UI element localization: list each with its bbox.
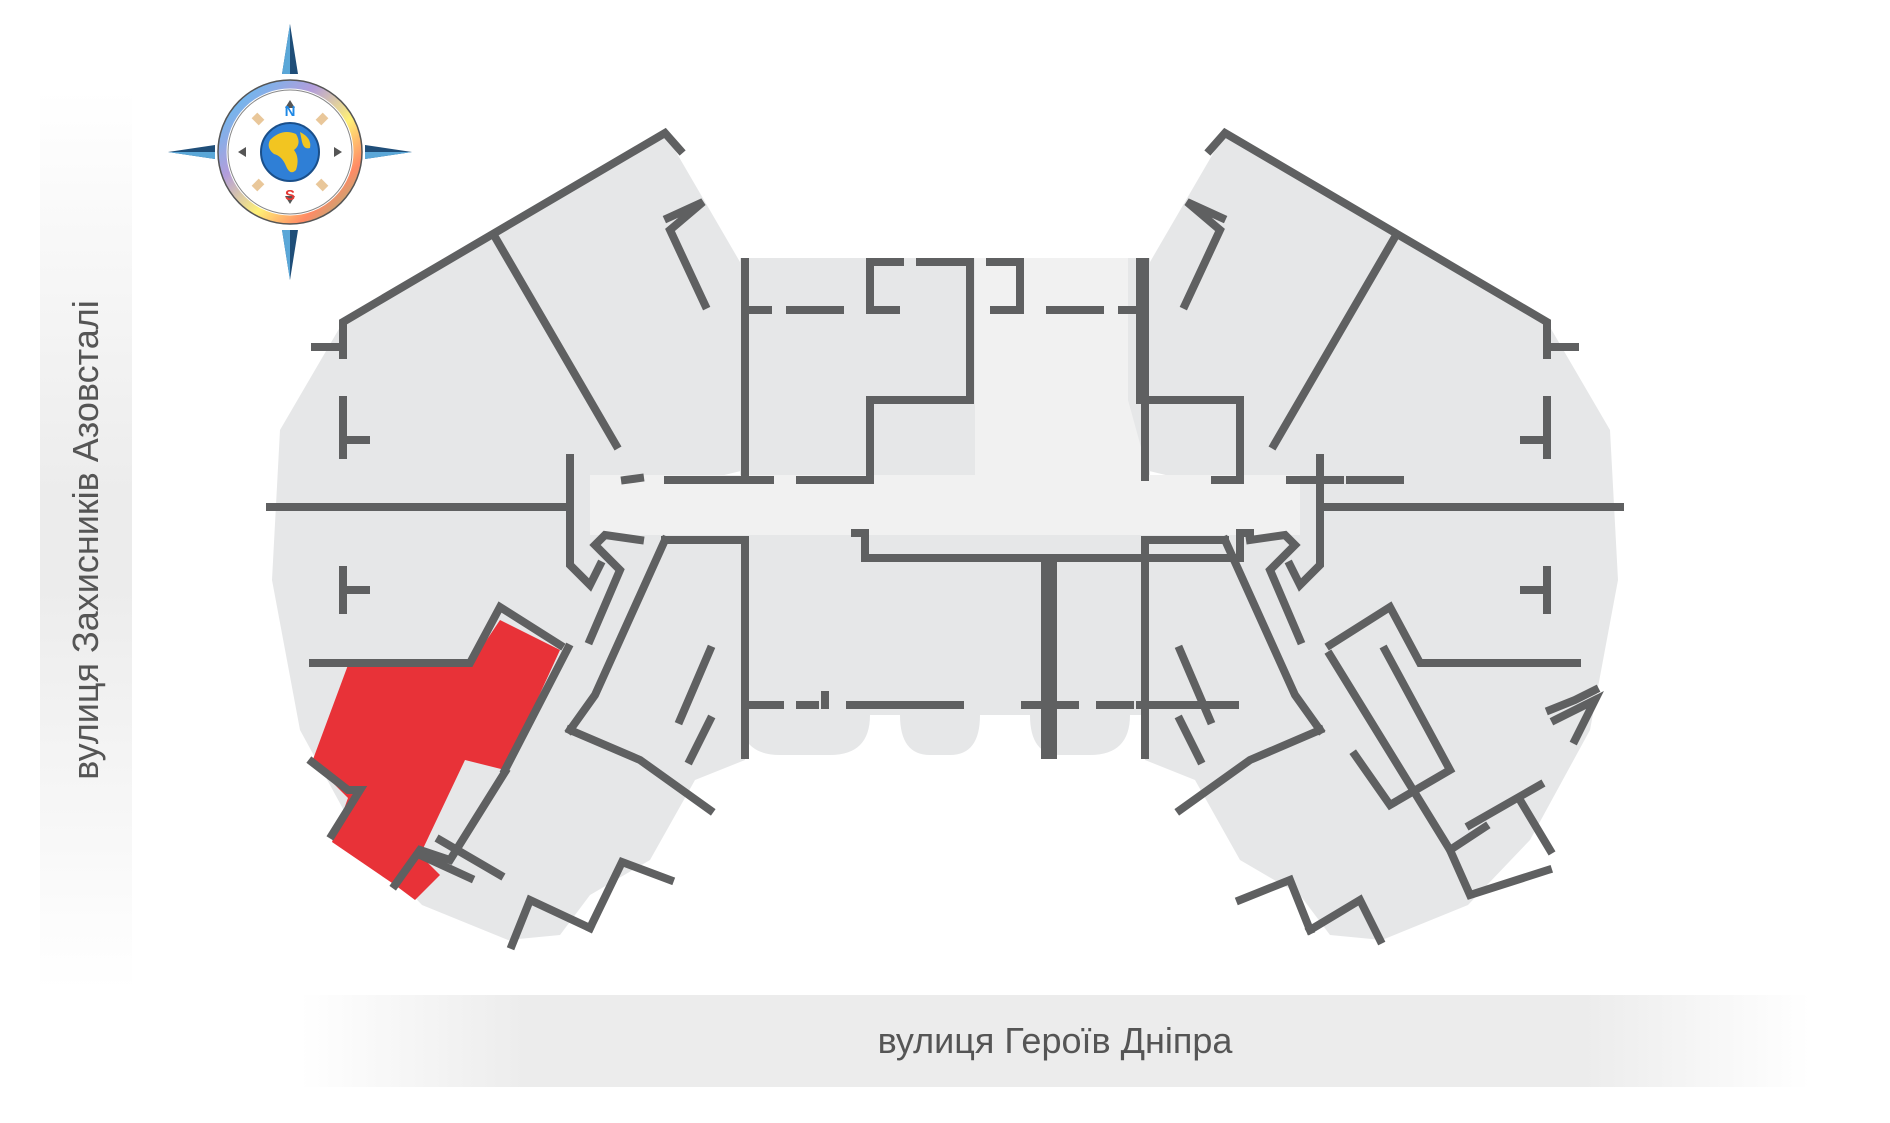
selected-apartment[interactable] — [312, 620, 560, 900]
stair-hall — [975, 258, 1150, 480]
street-label-left: вулиця Захисників Азовсталі — [65, 300, 106, 780]
walls — [266, 127, 1624, 951]
right-wing-floor — [1145, 133, 1618, 940]
compass-needles — [168, 24, 412, 280]
compass: N S — [168, 24, 412, 280]
street-band-bottom — [300, 995, 1810, 1087]
south-label: S — [285, 187, 295, 204]
south-marker — [285, 196, 295, 204]
north-marker — [285, 100, 295, 108]
street-label-bottom: вулиця Героїв Дніпра — [877, 1020, 1233, 1061]
north-label: N — [285, 103, 296, 120]
corridor — [590, 475, 1300, 535]
building-footprint — [272, 133, 1618, 940]
street-band-left — [40, 90, 132, 990]
